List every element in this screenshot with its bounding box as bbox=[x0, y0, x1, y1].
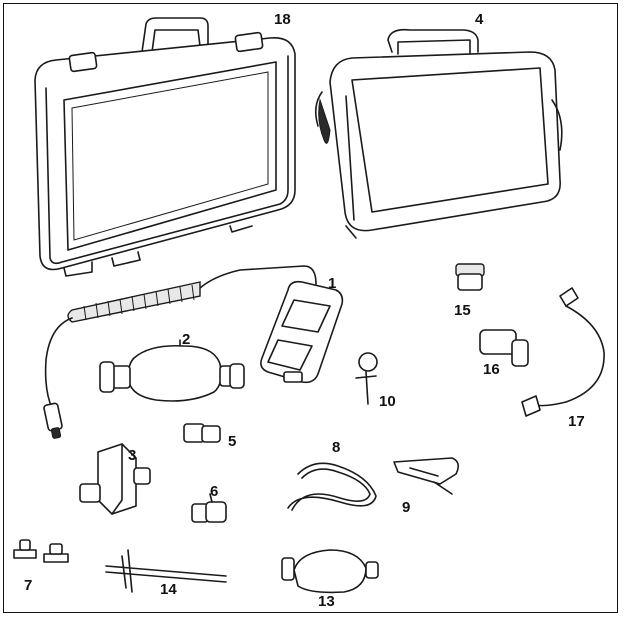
diagram-border bbox=[3, 3, 618, 613]
caps-drawing bbox=[13, 539, 69, 563]
label-5: 5 bbox=[228, 433, 237, 450]
label-14: 14 bbox=[160, 581, 177, 598]
cable-drawing bbox=[521, 287, 605, 417]
label-16: 16 bbox=[483, 361, 500, 378]
label-18: 18 bbox=[274, 11, 291, 28]
t-piece-drawing bbox=[479, 329, 529, 367]
label-17: 17 bbox=[568, 413, 585, 430]
probe-drawing bbox=[105, 549, 227, 593]
label-6: 6 bbox=[210, 483, 219, 500]
label-8: 8 bbox=[332, 439, 341, 456]
clip-drawing bbox=[393, 457, 460, 495]
label-10: 10 bbox=[379, 393, 396, 410]
label-3: 3 bbox=[128, 447, 137, 464]
valve-drawing bbox=[455, 263, 485, 291]
adapter-drawing bbox=[191, 493, 227, 523]
soft-bag-drawing bbox=[314, 28, 563, 239]
key-drawing bbox=[355, 352, 378, 405]
label-7: 7 bbox=[24, 577, 33, 594]
label-9: 9 bbox=[402, 499, 411, 516]
connector-drawing bbox=[183, 423, 221, 443]
label-13: 13 bbox=[318, 593, 335, 610]
monitor-device-drawing bbox=[43, 265, 344, 439]
filter-drawing bbox=[79, 443, 151, 515]
label-15: 15 bbox=[454, 302, 471, 319]
label-1: 1 bbox=[328, 275, 337, 292]
test-lung-drawing bbox=[281, 549, 379, 594]
label-4: 4 bbox=[475, 11, 484, 28]
tubing-drawing bbox=[287, 462, 377, 511]
label-2: 2 bbox=[182, 331, 191, 348]
hard-case-drawing bbox=[34, 17, 296, 277]
breathing-bag-drawing bbox=[99, 339, 245, 402]
